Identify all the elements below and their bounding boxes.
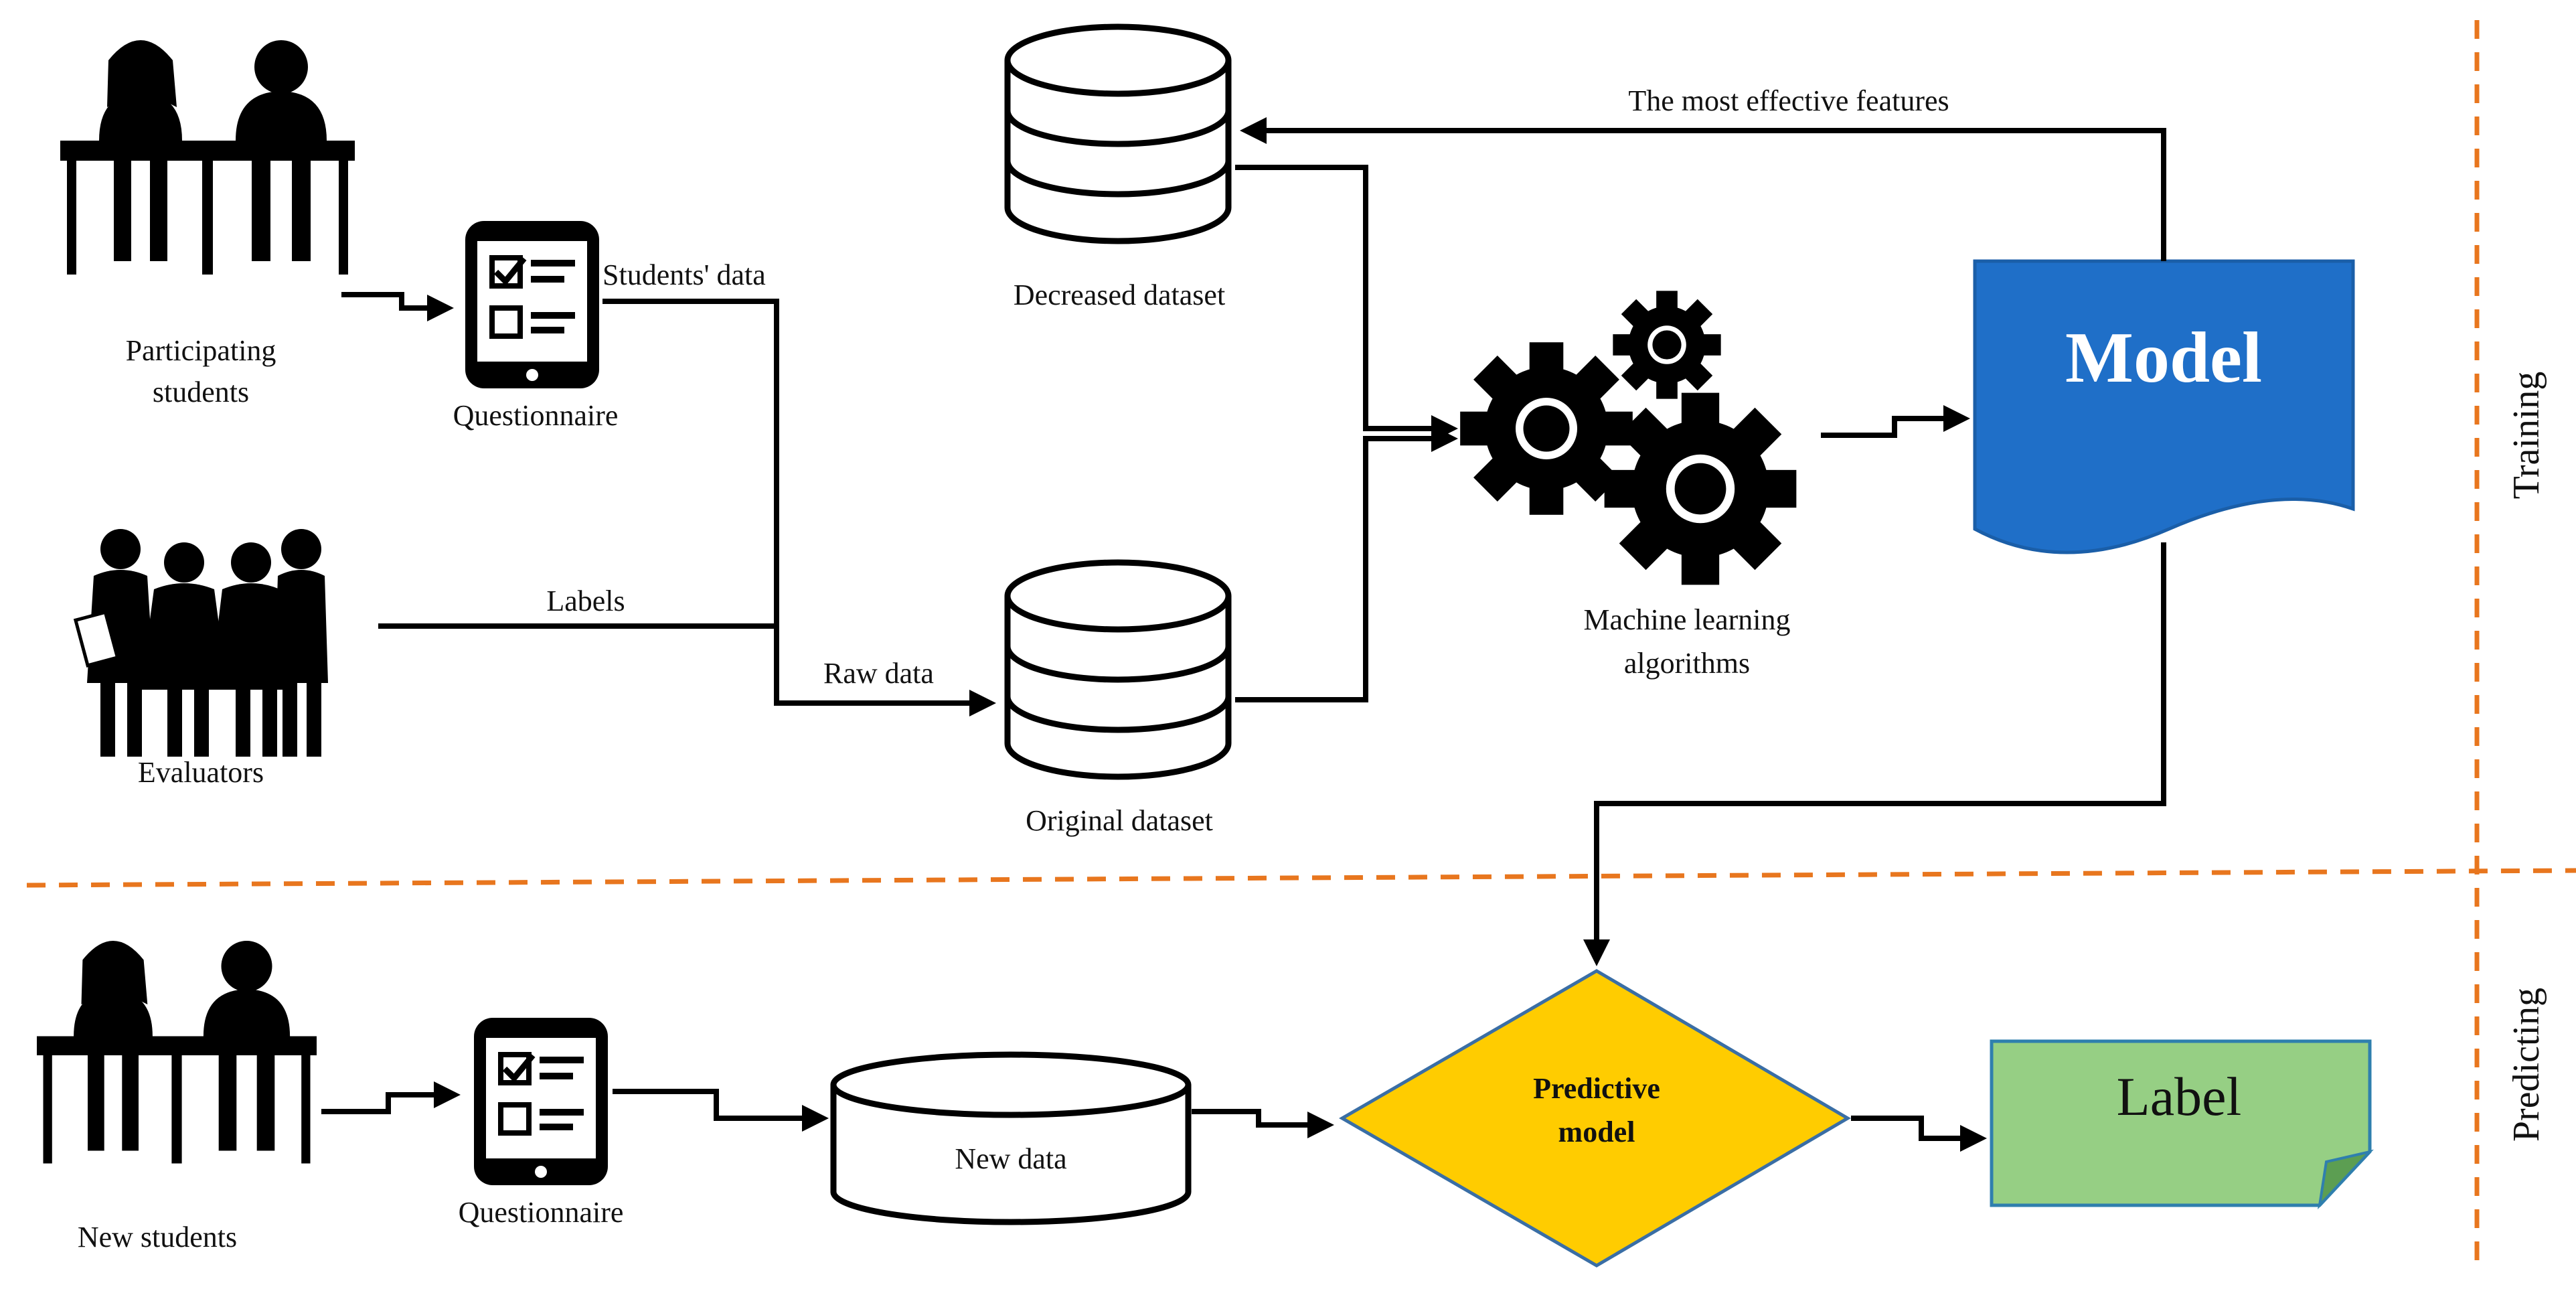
arrow-predictive-to-label bbox=[1851, 1116, 1987, 1152]
new-data-label: New data bbox=[955, 1142, 1066, 1175]
raw-data-label: Raw data bbox=[823, 657, 934, 690]
new-data-database-icon bbox=[830, 1051, 1192, 1225]
gears-icon bbox=[1460, 291, 1797, 585]
students-data-label: Students' data bbox=[602, 258, 766, 291]
labels-label: Labels bbox=[546, 585, 625, 617]
arrow-new-data-to-predictive bbox=[1192, 1109, 1334, 1138]
features-feedback-arrow bbox=[1240, 117, 2166, 261]
participating-students-label: Participating bbox=[126, 334, 276, 367]
label-note-fold bbox=[2318, 1149, 2374, 1210]
model-label: Model bbox=[2065, 318, 2262, 398]
new-students-icon bbox=[37, 941, 317, 1164]
questionnaire-label: Questionnaire bbox=[453, 399, 619, 432]
original-to-ml-line bbox=[1235, 425, 1458, 702]
original-dataset-label: Original dataset bbox=[1026, 804, 1213, 837]
decreased-to-ml-line bbox=[1235, 165, 1458, 442]
model-to-predictive-arrow bbox=[1583, 542, 2166, 966]
training-section-label: Training bbox=[2506, 372, 2547, 500]
arrow-questionnaire-to-new-data bbox=[613, 1089, 829, 1132]
participating-students-icon bbox=[60, 40, 355, 275]
participating-students-label-2: students bbox=[153, 376, 249, 408]
predictive-model-label-2: model bbox=[1558, 1116, 1635, 1148]
predictive-model-diamond bbox=[1339, 969, 1851, 1268]
new-students-label: New students bbox=[78, 1221, 237, 1254]
questionnaire-tablet-icon bbox=[465, 221, 599, 388]
predictive-model-label: Predictive bbox=[1533, 1072, 1660, 1105]
output-label-text: Label bbox=[2117, 1066, 2242, 1127]
ml-algorithms-label-2: algorithms bbox=[1624, 647, 1750, 680]
horizontal-section-divider bbox=[26, 868, 2576, 888]
students-data-line bbox=[602, 299, 837, 706]
arrow-new-students-to-questionnaire bbox=[321, 1081, 461, 1114]
questionnaire-label-predicting: Questionnaire bbox=[459, 1196, 624, 1229]
ml-algorithms-label: Machine learning bbox=[1583, 603, 1790, 636]
questionnaire-tablet-icon-predicting bbox=[474, 1018, 608, 1185]
evaluators-label: Evaluators bbox=[138, 756, 264, 789]
predicting-section-label: Predicting bbox=[2506, 988, 2547, 1142]
original-dataset-database-icon bbox=[1008, 562, 1228, 777]
most-effective-features-label: The most effective features bbox=[1628, 84, 1949, 117]
decreased-dataset-label: Decreased dataset bbox=[1014, 279, 1225, 311]
arrow-students-to-questionnaire bbox=[341, 292, 454, 321]
decreased-dataset-database-icon bbox=[1008, 27, 1228, 241]
evaluators-group-icon bbox=[73, 529, 328, 757]
ml-to-model-arrow bbox=[1821, 405, 1970, 438]
model-document-shape bbox=[1973, 259, 2355, 554]
